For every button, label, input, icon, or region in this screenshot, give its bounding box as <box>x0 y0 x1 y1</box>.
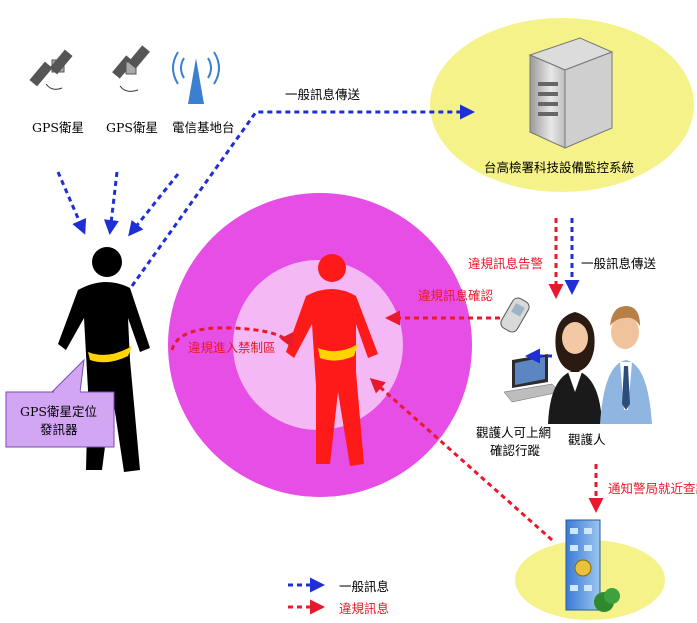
gps-satellite-label-1: GPS衛星 <box>32 120 84 135</box>
mobile-phone-icon <box>500 297 530 333</box>
enter-zone-label: 違規進入禁制區 <box>188 340 276 355</box>
laptop-icon <box>503 354 561 403</box>
general-transmit-label-right: 一般訊息傳送 <box>581 256 657 271</box>
offender-silhouette <box>58 247 150 472</box>
monitoring-system-label: 台高檢署科技設備監控系統 <box>484 160 634 175</box>
arrow-police-to-offender <box>369 378 553 542</box>
female-guardian-icon <box>548 312 602 424</box>
arrow-tower-to-offender <box>128 173 180 237</box>
gps-device-label-line2: 發訊器 <box>40 422 78 437</box>
police-building-icon <box>565 519 620 612</box>
gps-device-callout <box>5 358 115 448</box>
gps-satellite-icon-2 <box>112 45 150 92</box>
violation-alert-label: 違規訊息告警 <box>468 256 543 271</box>
legend-violation-label: 違規訊息 <box>339 601 389 616</box>
male-guardian-icon <box>600 306 652 424</box>
arrow-enter-zone <box>170 326 294 351</box>
guardian-online-label-line1: 觀護人可上網 <box>476 425 551 440</box>
gps-device-label-line1: GPS衛星定位 <box>20 404 97 419</box>
gps-satellite-icon-1 <box>29 49 73 90</box>
legend-general-label: 一般訊息 <box>339 579 389 594</box>
telecom-base-station-label: 電信基地台 <box>172 120 235 135</box>
arrow-gps2-to-offender <box>103 171 119 235</box>
violation-confirm-label: 違規訊息確認 <box>418 288 494 303</box>
arrow-gps1-to-offender <box>56 171 87 235</box>
guardian-label: 觀護人 <box>568 432 606 447</box>
gps-satellite-label-2: GPS衛星 <box>106 120 158 135</box>
guardian-online-label-line2: 確認行蹤 <box>490 443 541 458</box>
antenna-tower-icon <box>172 51 220 104</box>
notify-police-label: 通知警局就近查訪 <box>608 481 697 496</box>
server-icon <box>528 37 614 149</box>
offender-in-zone-silhouette <box>286 254 378 466</box>
general-transmit-label-top: 一般訊息傳送 <box>285 87 361 102</box>
